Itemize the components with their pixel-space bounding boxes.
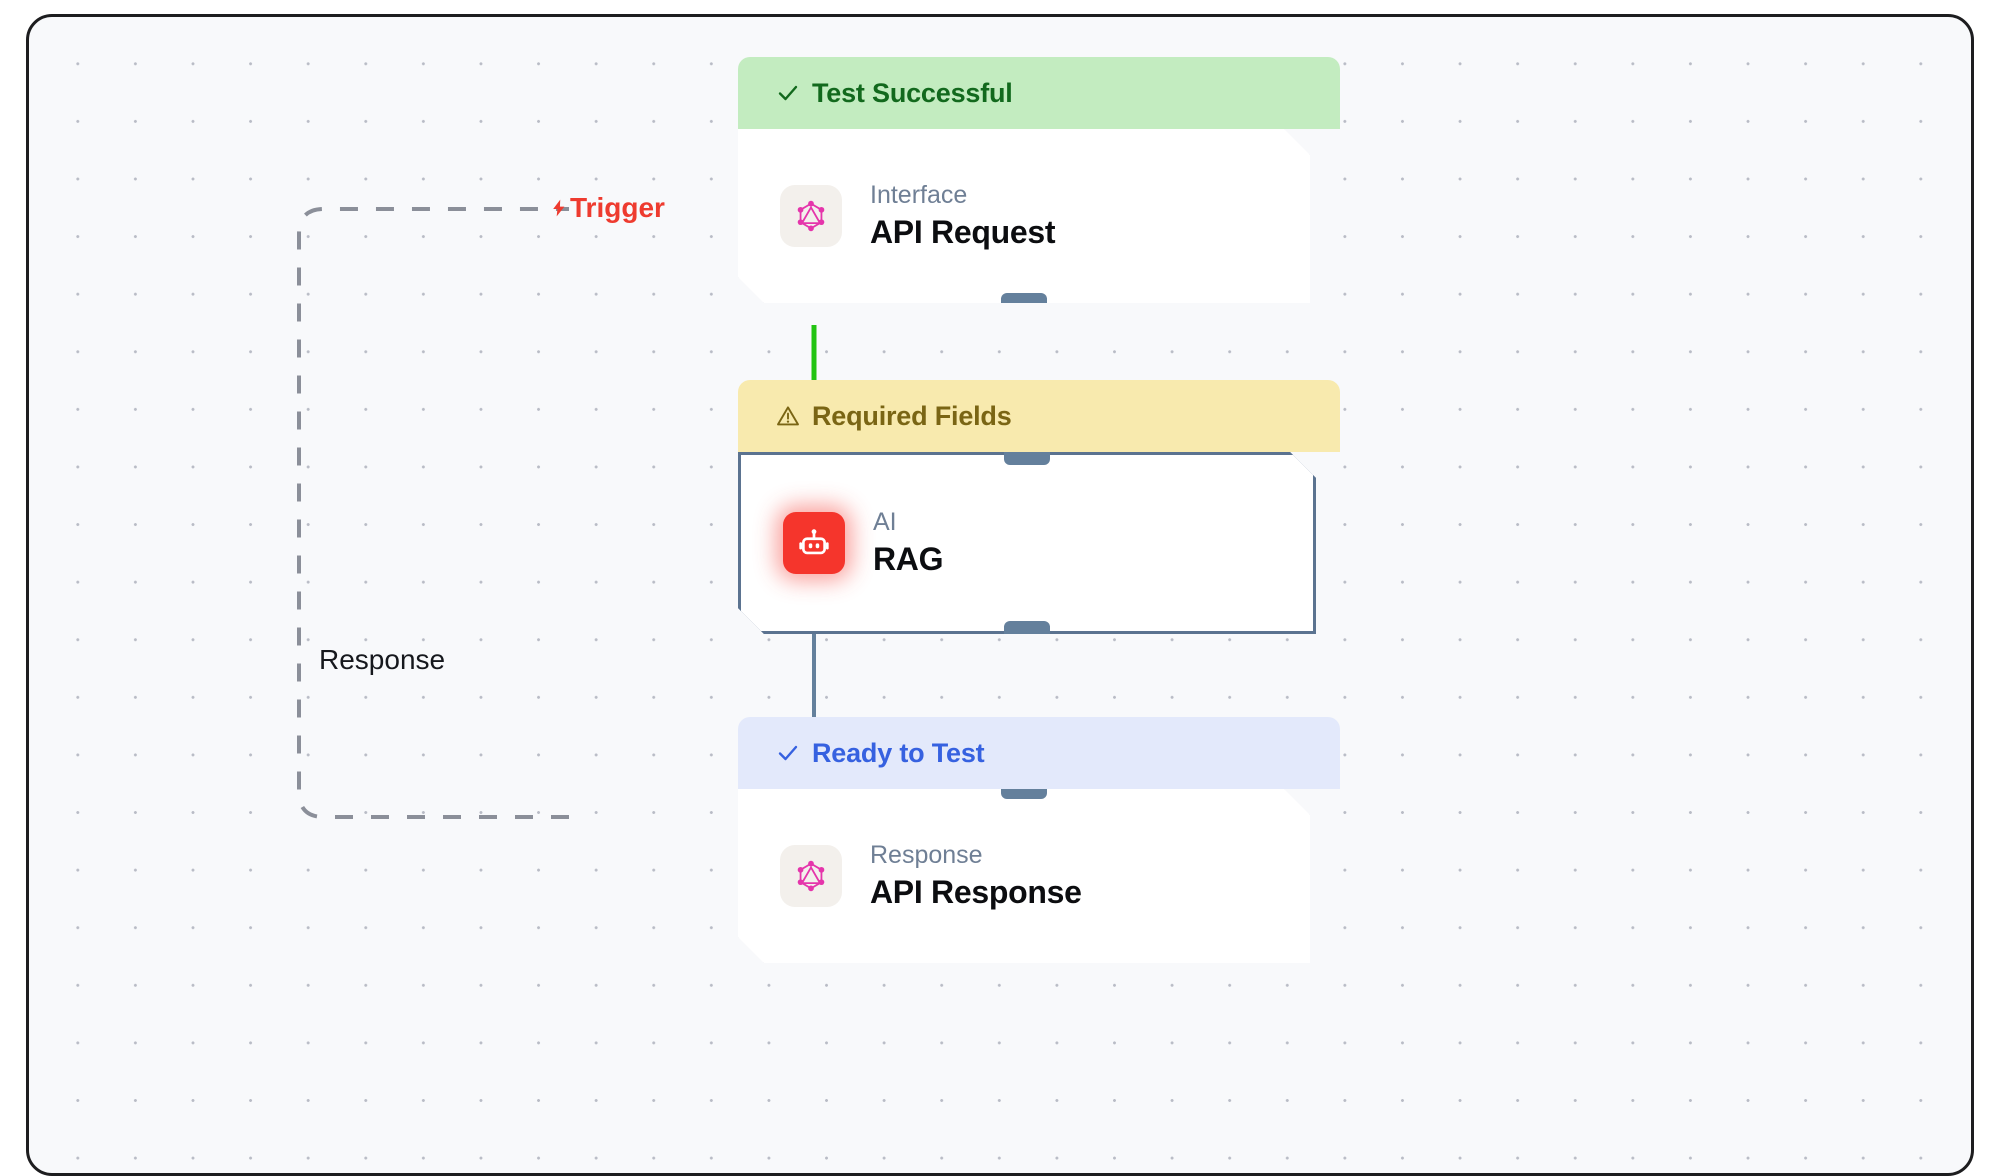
status-banner-label: Ready to Test: [812, 737, 985, 768]
node-card-api-request[interactable]: Interface API Request: [738, 129, 1310, 303]
node-rag[interactable]: Required Fields: [738, 380, 1340, 634]
node-kind-label: Interface: [870, 180, 968, 209]
robot-icon: [783, 512, 845, 574]
node-card-api-response[interactable]: Response API Response: [738, 789, 1310, 963]
edge-label-trigger-text: Trigger: [570, 192, 665, 223]
status-banner-label: Test Successful: [812, 77, 1013, 108]
check-icon: [776, 741, 800, 765]
status-banner-test-successful: Test Successful: [738, 57, 1340, 129]
warning-triangle-icon: [776, 404, 800, 428]
node-title-label: API Request: [870, 214, 1056, 251]
node-kind-label: Response: [870, 840, 983, 869]
node-text-rag: AI RAG: [873, 509, 943, 578]
check-icon: [776, 81, 800, 105]
node-title-label: API Response: [870, 874, 1082, 911]
node-card-rag[interactable]: AI RAG: [738, 452, 1316, 634]
node-title-label: RAG: [873, 541, 944, 578]
status-banner-ready-to-test: Ready to Test: [738, 717, 1340, 789]
node-api-request[interactable]: Test Successful: [738, 57, 1340, 303]
edge-label-trigger: Trigger: [549, 192, 665, 224]
graphql-icon: [780, 185, 842, 247]
node-text-api-request: Interface API Request: [870, 182, 1055, 251]
status-banner-label: Required Fields: [812, 400, 1012, 431]
node-text-api-response: Response API Response: [870, 842, 1082, 911]
edge-label-response: Response: [319, 644, 446, 675]
node-kind-label: AI: [873, 507, 897, 536]
node-api-response[interactable]: Ready to Test: [738, 717, 1340, 963]
flow-canvas[interactable]: Trigger Response Test Successful: [26, 14, 1974, 1176]
lightning-bolt-icon: [549, 195, 569, 221]
graphql-icon: [780, 845, 842, 907]
status-banner-required-fields: Required Fields: [738, 380, 1340, 452]
